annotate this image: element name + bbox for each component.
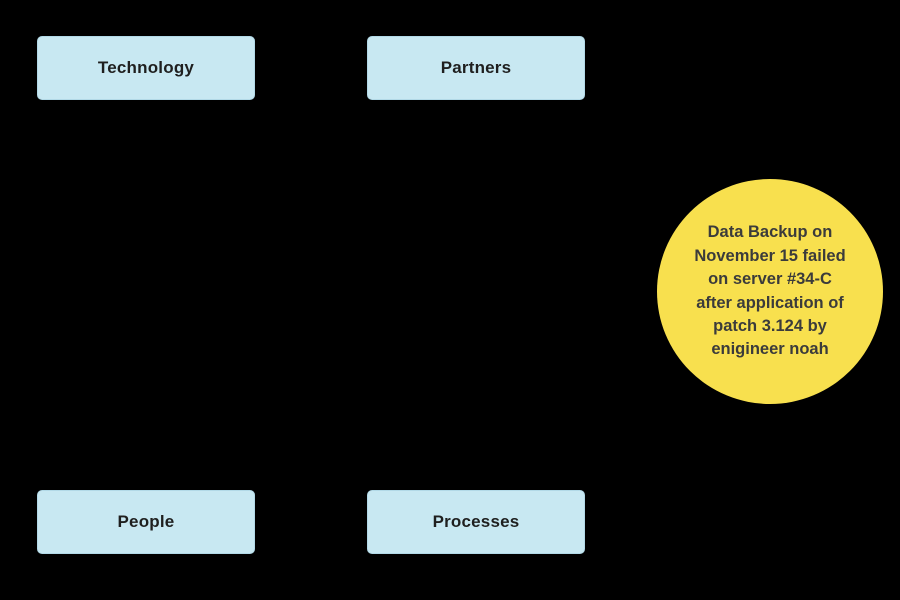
note-line: November 15 failed [694, 246, 846, 265]
sticky-note-text: Data Backup on November 15 failed on ser… [694, 221, 845, 361]
box-people-label: People [117, 512, 175, 531]
note-line: enigineer noah [711, 340, 829, 359]
box-partners[interactable]: Partners [367, 36, 585, 100]
box-technology[interactable]: Technology [37, 36, 255, 100]
note-line: after application of [696, 293, 844, 312]
note-line: on server #34-C [708, 270, 832, 289]
box-processes-label: Processes [432, 512, 520, 531]
sticky-note-circle[interactable]: Data Backup on November 15 failed on ser… [657, 179, 883, 404]
note-line: Data Backup on [707, 223, 833, 242]
note-line: patch 3.124 by [713, 316, 827, 335]
box-partners-label: Partners [440, 58, 512, 77]
box-processes[interactable]: Processes [367, 490, 585, 554]
box-people[interactable]: People [37, 490, 255, 554]
box-technology-label: Technology [97, 58, 195, 77]
